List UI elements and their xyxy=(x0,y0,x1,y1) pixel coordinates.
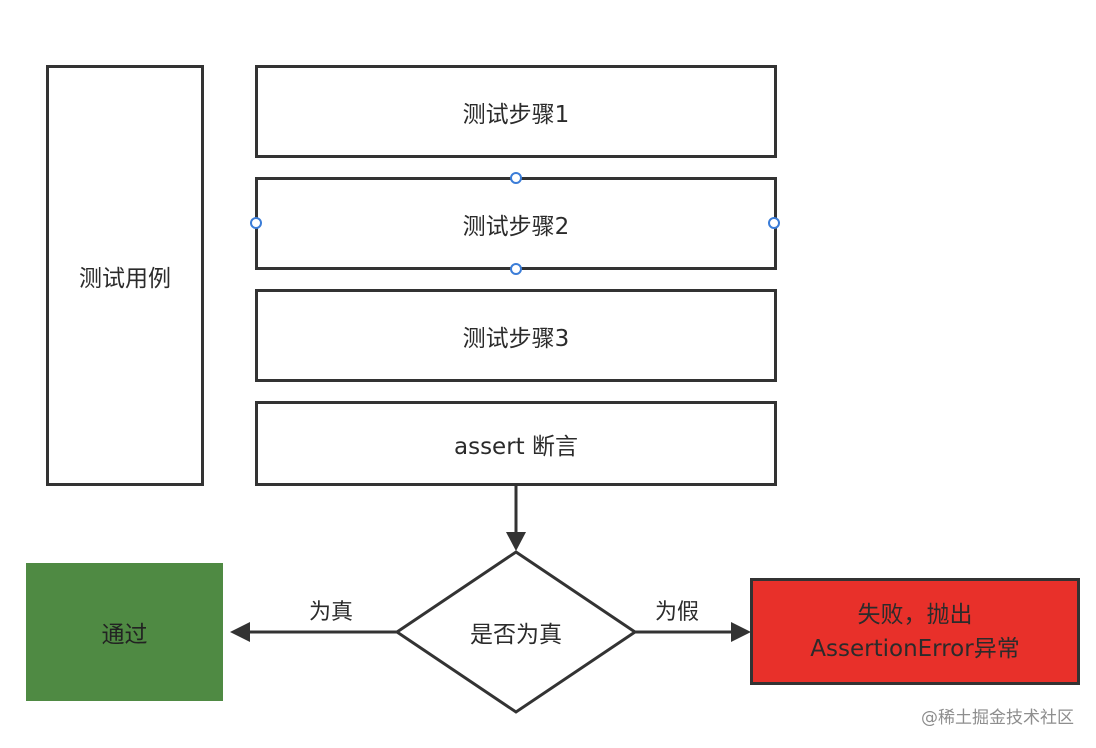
test-step-1-label: 测试步骤1 xyxy=(462,101,570,128)
arrowhead-down xyxy=(506,532,526,551)
test-step-3-box: 测试步骤3 xyxy=(255,289,777,382)
selection-handle-bottom[interactable] xyxy=(510,263,522,275)
assert-box: assert 断言 xyxy=(255,401,777,486)
test-step-3-label: 测试步骤3 xyxy=(462,325,570,352)
test-case-box: 测试用例 xyxy=(46,65,204,486)
pass-label: 通过 xyxy=(101,622,148,648)
test-case-label: 测试用例 xyxy=(79,265,171,292)
watermark-text: @稀土掘金技术社区 xyxy=(921,708,1074,728)
selection-handle-top[interactable] xyxy=(510,172,522,184)
edge-label-false: 为假 xyxy=(655,600,700,625)
test-step-1-box: 测试步骤1 xyxy=(255,65,777,158)
fail-label-line2: AssertionError异常 xyxy=(810,635,1020,662)
fail-box: 失败，抛出 AssertionError异常 xyxy=(750,578,1080,685)
arrowhead-left xyxy=(230,622,250,642)
fail-label-line1: 失败，抛出 xyxy=(857,601,973,628)
arrowhead-right xyxy=(731,622,751,642)
decision-diamond xyxy=(394,550,638,714)
decision-node: 是否为真 xyxy=(397,552,635,712)
decision-label: 是否为真 xyxy=(470,622,562,648)
edge-label-true: 为真 xyxy=(309,600,354,625)
test-step-2-label: 测试步骤2 xyxy=(462,213,570,240)
assert-label: assert 断言 xyxy=(454,433,578,460)
pass-box: 通过 xyxy=(26,563,223,701)
selection-handle-right[interactable] xyxy=(768,217,780,229)
test-step-2-box[interactable]: 测试步骤2 xyxy=(255,177,777,270)
selection-handle-left[interactable] xyxy=(250,217,262,229)
